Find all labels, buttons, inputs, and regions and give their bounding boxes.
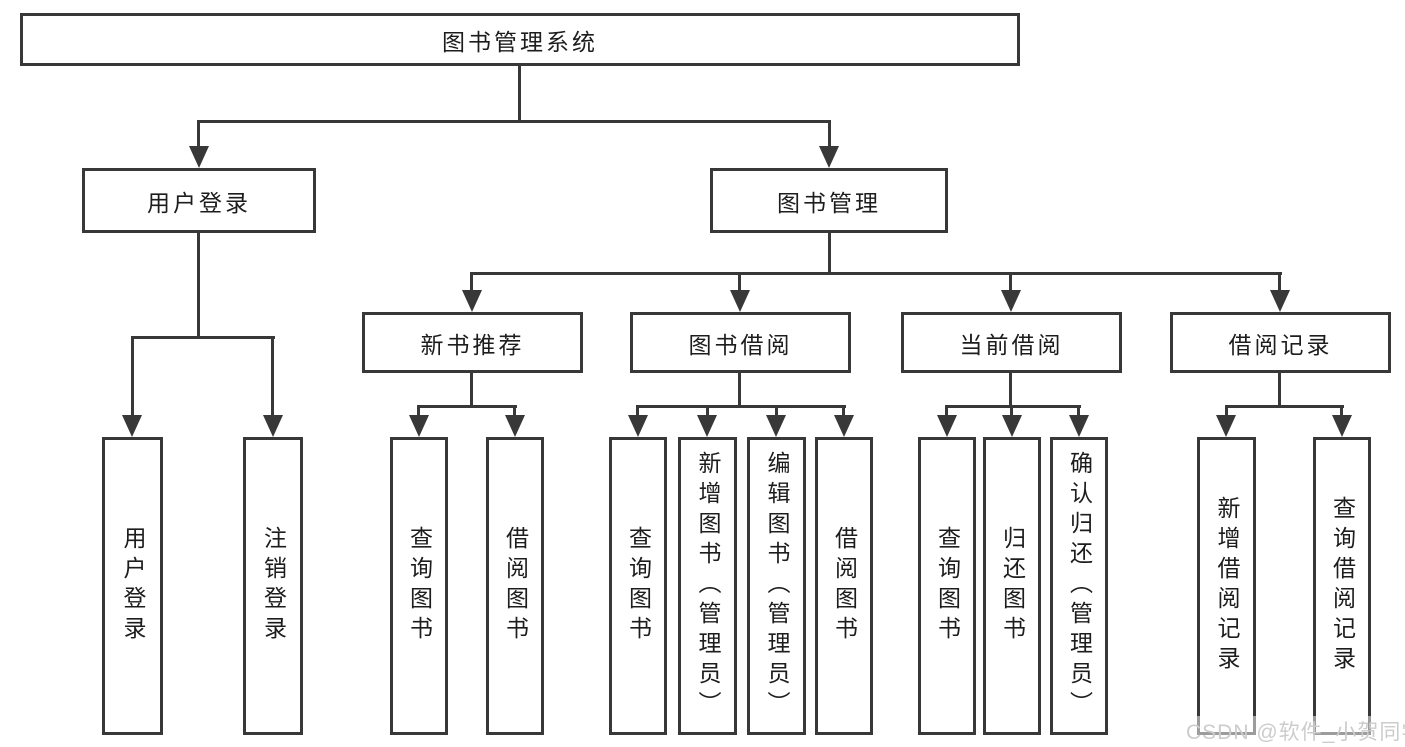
connector-line <box>738 272 741 290</box>
leaf-borrow-books: 借阅图书 <box>815 437 873 735</box>
connector-line <box>1225 405 1228 415</box>
leaf-label: 借阅图书 <box>831 526 858 646</box>
connector-line <box>513 405 516 415</box>
connector-line <box>636 405 846 408</box>
node-user-login: 用户登录 <box>82 168 316 233</box>
connector-line <box>945 405 948 415</box>
connector-line <box>271 336 274 417</box>
leaf-label: 用户登录 <box>120 526 146 646</box>
connector-line <box>471 272 1282 275</box>
node-book-management: 图书管理 <box>710 168 948 233</box>
leaf-add-borrow-record: 新增借阅记录 <box>1197 437 1256 735</box>
leaf-query-borrow-record: 查询借阅记录 <box>1313 437 1371 735</box>
arrow-down-icon <box>409 415 429 437</box>
connector-line <box>1225 405 1344 408</box>
connector-line <box>1077 405 1080 415</box>
node-current-borrow: 当前借阅 <box>901 312 1122 373</box>
arrow-down-icon <box>462 290 482 312</box>
connector-line <box>131 336 275 339</box>
node-borrow-records: 借阅记录 <box>1170 312 1391 373</box>
connector-line <box>1009 373 1012 405</box>
leaf-borrow-books-recommend: 借阅图书 <box>486 437 544 735</box>
node-label: 用户登录 <box>147 189 251 216</box>
arrow-down-icon <box>1216 415 1236 437</box>
leaf-label: 借阅图书 <box>502 526 529 646</box>
node-root: 图书管理系统 <box>20 13 1020 66</box>
connector-line <box>738 373 741 405</box>
connector-line <box>131 336 134 417</box>
arrow-down-icon <box>505 415 525 437</box>
connector-line <box>417 405 517 408</box>
arrow-down-icon <box>819 146 839 168</box>
arrow-down-icon <box>766 415 786 437</box>
connector-line <box>518 66 521 120</box>
arrow-down-icon <box>1332 415 1352 437</box>
connector-line <box>775 405 778 415</box>
leaf-logout: 注销登录 <box>243 437 303 735</box>
connector-line <box>470 272 473 290</box>
node-label: 当前借阅 <box>959 331 1064 358</box>
arrow-down-icon <box>263 415 283 437</box>
connector-line <box>828 120 831 150</box>
connector-line <box>470 373 473 405</box>
connector-line <box>1010 405 1013 415</box>
connector-line <box>1278 272 1281 290</box>
connector-line <box>828 233 831 272</box>
leaf-label: 注销登录 <box>260 526 287 646</box>
leaf-query-books-borrow: 查询图书 <box>609 437 667 735</box>
leaf-confirm-return-admin: 确认归还（管理员） <box>1050 437 1108 735</box>
leaf-label: 确认归还（管理员） <box>1066 451 1093 721</box>
connector-line <box>636 405 639 415</box>
node-root-label: 图书管理系统 <box>442 28 598 55</box>
connector-line <box>197 233 200 336</box>
connector-line <box>197 120 200 150</box>
connector-line <box>197 120 831 123</box>
node-new-book-recommend: 新书推荐 <box>362 312 583 373</box>
connector-line <box>417 405 420 415</box>
leaf-return-book: 归还图书 <box>983 437 1041 735</box>
leaf-label: 查询图书 <box>406 526 433 646</box>
arrow-down-icon <box>834 415 854 437</box>
arrow-down-icon <box>189 146 209 168</box>
leaf-label: 查询借阅记录 <box>1329 496 1356 676</box>
csdn-watermark: CSDN @软件_小贺同学 <box>1183 716 1405 747</box>
leaf-label: 归还图书 <box>999 526 1026 646</box>
leaf-label: 查询图书 <box>934 526 961 646</box>
node-book-borrow: 图书借阅 <box>630 312 851 373</box>
arrow-down-icon <box>122 415 142 437</box>
leaf-label: 新增图书（管理员） <box>695 451 721 721</box>
connector-line <box>1340 405 1343 415</box>
arrow-down-icon <box>1270 290 1290 312</box>
leaf-edit-book-admin: 编辑图书（管理员） <box>747 437 806 735</box>
arrow-down-icon <box>1001 290 1021 312</box>
connector-line <box>1009 272 1012 290</box>
arrow-down-icon <box>730 290 750 312</box>
connector-line <box>706 405 709 415</box>
arrow-down-icon <box>1002 415 1022 437</box>
leaf-query-books-current: 查询图书 <box>918 437 976 735</box>
node-label: 图书借阅 <box>688 331 793 358</box>
connector-line <box>1278 373 1281 405</box>
node-label: 借阅记录 <box>1228 331 1333 358</box>
node-label: 图书管理 <box>777 189 881 216</box>
leaf-user-login: 用户登录 <box>102 437 163 735</box>
arrow-down-icon <box>628 415 648 437</box>
arrow-down-icon <box>937 415 957 437</box>
leaf-label: 新增借阅记录 <box>1214 496 1240 676</box>
arrow-down-icon <box>1069 415 1089 437</box>
leaf-label: 编辑图书（管理员） <box>764 451 790 721</box>
connector-line <box>945 405 1081 408</box>
arrow-down-icon <box>697 415 717 437</box>
leaf-label: 查询图书 <box>625 526 652 646</box>
leaf-add-book-admin: 新增图书（管理员） <box>678 437 737 735</box>
node-label: 新书推荐 <box>420 331 525 358</box>
connector-line <box>842 405 845 415</box>
leaf-query-books-recommend: 查询图书 <box>390 437 448 735</box>
